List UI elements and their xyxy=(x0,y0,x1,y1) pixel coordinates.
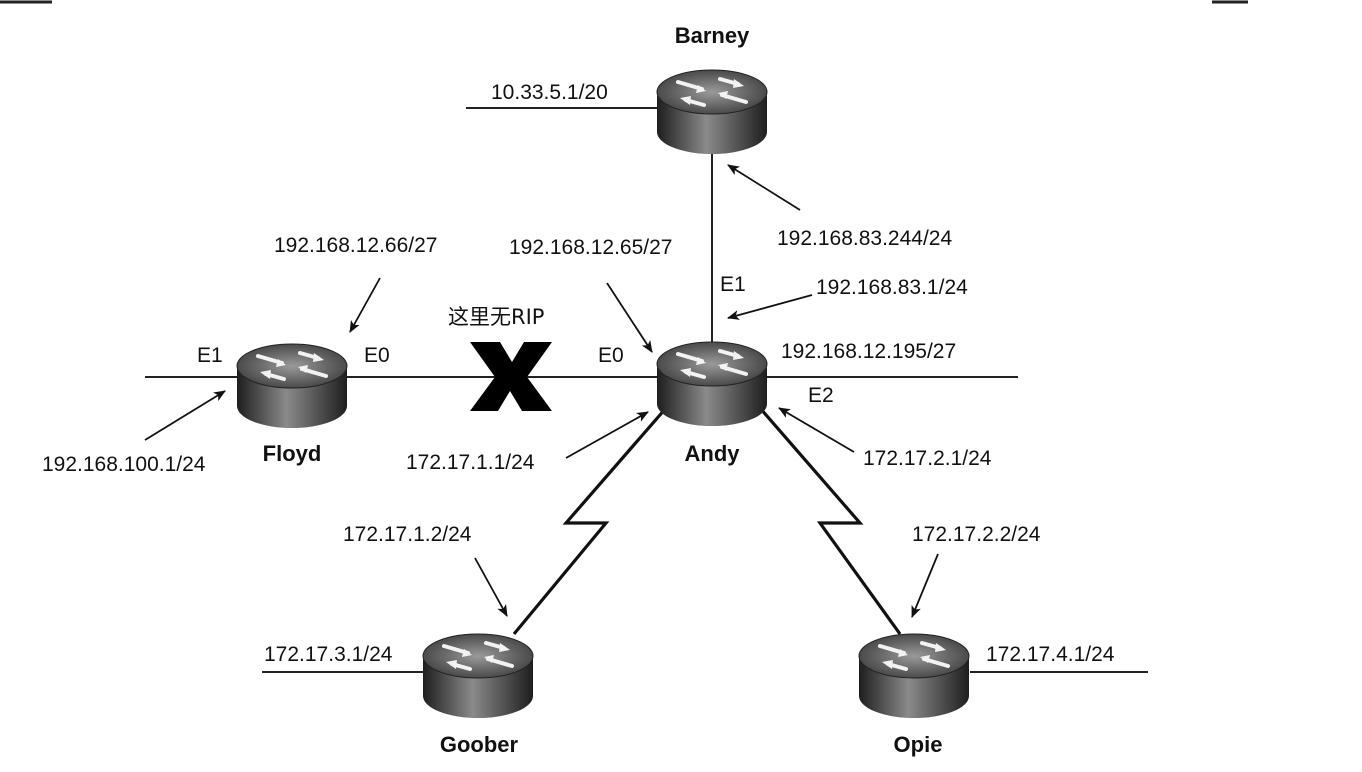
andy-e2-interface-label: E2 xyxy=(808,384,834,407)
andy-serial-opie-address: 172.17.2.1/24 xyxy=(863,447,992,470)
arrow-andy-serial-goober xyxy=(565,411,649,459)
goober-lan-address: 172.17.3.1/24 xyxy=(264,643,393,666)
opie-lan-address: 172.17.4.1/24 xyxy=(986,643,1115,666)
router-icon-andy xyxy=(655,340,769,428)
floyd-e0-interface-label: E0 xyxy=(364,344,390,367)
router-icon-floyd xyxy=(235,342,349,430)
arrow-opie-serial xyxy=(911,553,939,618)
andy-e1-interface-label: E1 xyxy=(720,273,746,296)
opie-serial-address: 172.17.2.2/24 xyxy=(912,523,1041,546)
floyd-e1-address: 192.168.100.1/24 xyxy=(42,453,206,476)
barney-link-address: 192.168.83.244/24 xyxy=(777,227,952,250)
andy-serial-goober-address: 172.17.1.1/24 xyxy=(406,451,535,474)
router-icon-opie xyxy=(857,632,971,720)
router-name-barney: Barney xyxy=(675,23,750,48)
router-name-andy: Andy xyxy=(685,441,741,466)
barney-lan-address: 10.33.5.1/20 xyxy=(491,81,608,104)
floyd-e0-address: 192.168.12.66/27 xyxy=(274,234,438,257)
andy-opie-serial xyxy=(758,406,902,635)
andy-e2-address: 192.168.12.195/27 xyxy=(781,340,956,363)
router-name-opie: Opie xyxy=(894,732,943,757)
arrow-andy-serial-opie xyxy=(778,407,855,453)
arrow-andy-e0 xyxy=(606,282,653,353)
goober-serial-address: 172.17.1.2/24 xyxy=(343,523,472,546)
no-rip-annotation: 这里无RIP xyxy=(448,305,544,329)
andy-goober-serial xyxy=(512,406,668,636)
router-icon-barney xyxy=(655,68,769,156)
router-icon-goober xyxy=(421,632,535,720)
andy-e0-interface-label: E0 xyxy=(598,344,624,367)
no-rip-x-mark xyxy=(470,342,552,411)
arrow-floyd-e0 xyxy=(349,277,381,333)
arrow-goober-serial xyxy=(474,557,508,617)
router-name-floyd: Floyd xyxy=(263,441,322,466)
arrow-floyd-e1 xyxy=(144,390,226,441)
andy-e1-address: 192.168.83.1/24 xyxy=(816,276,968,299)
arrow-andy-e1 xyxy=(727,294,813,320)
floyd-e1-interface-label: E1 xyxy=(197,344,223,367)
andy-e0-address: 192.168.12.65/27 xyxy=(509,236,673,259)
arrow-barney-link xyxy=(727,164,801,211)
router-name-goober: Goober xyxy=(440,732,519,757)
